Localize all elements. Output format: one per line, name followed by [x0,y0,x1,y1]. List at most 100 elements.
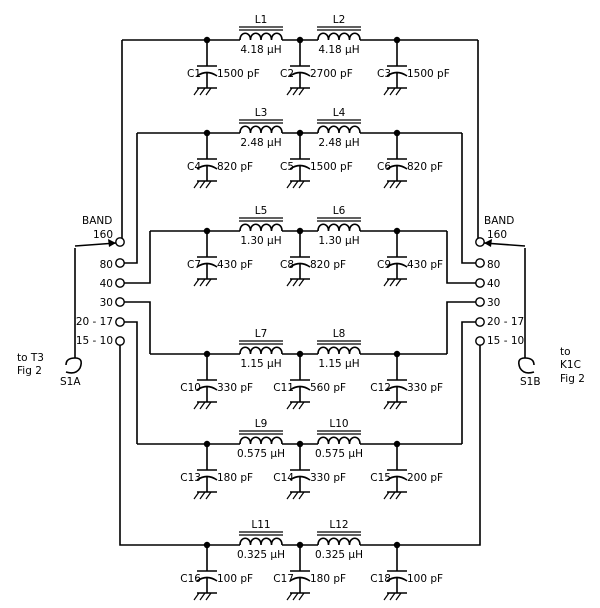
s1b-wire-30 [446,301,476,354]
capacitor-value-label: 2700 pF [310,68,353,80]
ground-hatch [205,491,212,500]
inductor-l8 [317,340,361,355]
capacitor-ref-label: C16 [180,573,201,585]
s1a-wire-20-17 [124,321,138,444]
capacitor-c13 [193,444,218,500]
capacitor-c10 [193,354,218,410]
ground-hatch [383,491,390,500]
capacitor-ref-label: C13 [180,472,201,484]
junction-dot [393,440,401,448]
ground-hatch [395,278,402,287]
inductor-value-label: 2.48 µH [240,137,281,149]
capacitor-c8 [286,231,311,287]
inductor-ref-label: L6 [333,205,346,217]
ground-hatch [298,180,305,189]
ground-hatch [383,87,390,96]
inductor-coil [239,436,283,445]
capacitor-value-label: 180 pF [217,472,253,484]
s1b-position-15-10: 15 - 10 [487,335,524,347]
capacitor-c7 [193,231,218,287]
ground-hatch [298,278,305,287]
junction-dot [296,227,304,235]
capacitor-ref-label: C18 [370,573,391,585]
capacitor-value-label: 560 pF [310,382,346,394]
inductor-coil [239,125,283,134]
capacitor-value-label: 430 pF [217,259,253,271]
ground-hatch [292,278,299,287]
s1b-wire-160 [476,40,479,243]
inductor-l9 [239,430,283,445]
ground-hatch [389,87,396,96]
ground-hatch [395,180,402,189]
capacitor-ref-label: C12 [370,382,391,394]
s1b-pivot [518,357,535,374]
junction-dot [296,350,304,358]
capacitor-c3 [383,40,408,96]
s1a-contact-4 [115,297,125,307]
inductor-ref-label: L2 [333,14,346,26]
ground-hatch [389,278,396,287]
capacitor-value-label: 820 pF [217,161,253,173]
ground-hatch [193,401,200,410]
s1b-position-30: 30 [487,297,500,309]
s1a-wiper-arrow [108,239,116,247]
inductor-ref-label: L4 [333,107,346,119]
ground-hatch [383,180,390,189]
capacitor-value-label: 200 pF [407,472,443,484]
s1b-position-80: 80 [487,259,500,271]
ground-hatch [199,491,206,500]
inductor-value-label: 1.30 µH [318,235,359,247]
s1a-wire-40 [124,231,151,284]
capacitor-ref-label: C4 [187,161,201,173]
capacitor-value-label: 330 pF [407,382,443,394]
inductor-coil [239,223,283,232]
inductor-l1 [239,26,283,41]
capacitor-ref-label: C3 [377,68,391,80]
inductor-value-label: 0.325 µH [315,549,363,561]
ground-hatch [292,491,299,500]
capacitor-ref-label: C1 [187,68,201,80]
inductor-coil [239,32,283,41]
s1b-name: S1B [520,376,541,388]
s1a-contact-5 [115,317,125,327]
inductor-ref-label: L3 [255,107,268,119]
ground-hatch [286,592,293,601]
ground-hatch [205,87,212,96]
ground-hatch [395,87,402,96]
s1a-name: S1A [60,376,81,388]
capacitor-ref-label: C17 [273,573,294,585]
s1b-position-40: 40 [487,278,500,290]
inductor-ref-label: L9 [255,418,268,430]
ground-hatch [286,278,293,287]
capacitor-ref-label: C10 [180,382,201,394]
s1a-wire-15-10 [119,345,122,546]
capacitor-ref-label: C2 [280,68,294,80]
ground-hatch [193,592,200,601]
capacitor-value-label: 100 pF [407,573,443,585]
s1b-position-160: 160 [487,229,507,241]
capacitor-c1 [193,40,218,96]
inductor-coil [317,223,361,232]
s1b-band-title: BAND [484,215,514,227]
junction-dot [393,227,401,235]
ground-hatch [298,87,305,96]
inductor-coil [317,537,361,546]
s1b-wiper-arrow [484,239,492,247]
capacitor-ref-label: C15 [370,472,391,484]
inductor-value-label: 4.18 µH [318,44,359,56]
inductor-ref-label: L7 [255,328,268,340]
inductor-l6 [317,217,361,232]
ground-hatch [395,491,402,500]
inductor-value-label: 4.18 µH [240,44,281,56]
capacitor-c5 [286,133,311,189]
inductor-l3 [239,119,283,134]
ground-hatch [205,592,212,601]
ground-hatch [205,401,212,410]
inductor-coil [317,436,361,445]
